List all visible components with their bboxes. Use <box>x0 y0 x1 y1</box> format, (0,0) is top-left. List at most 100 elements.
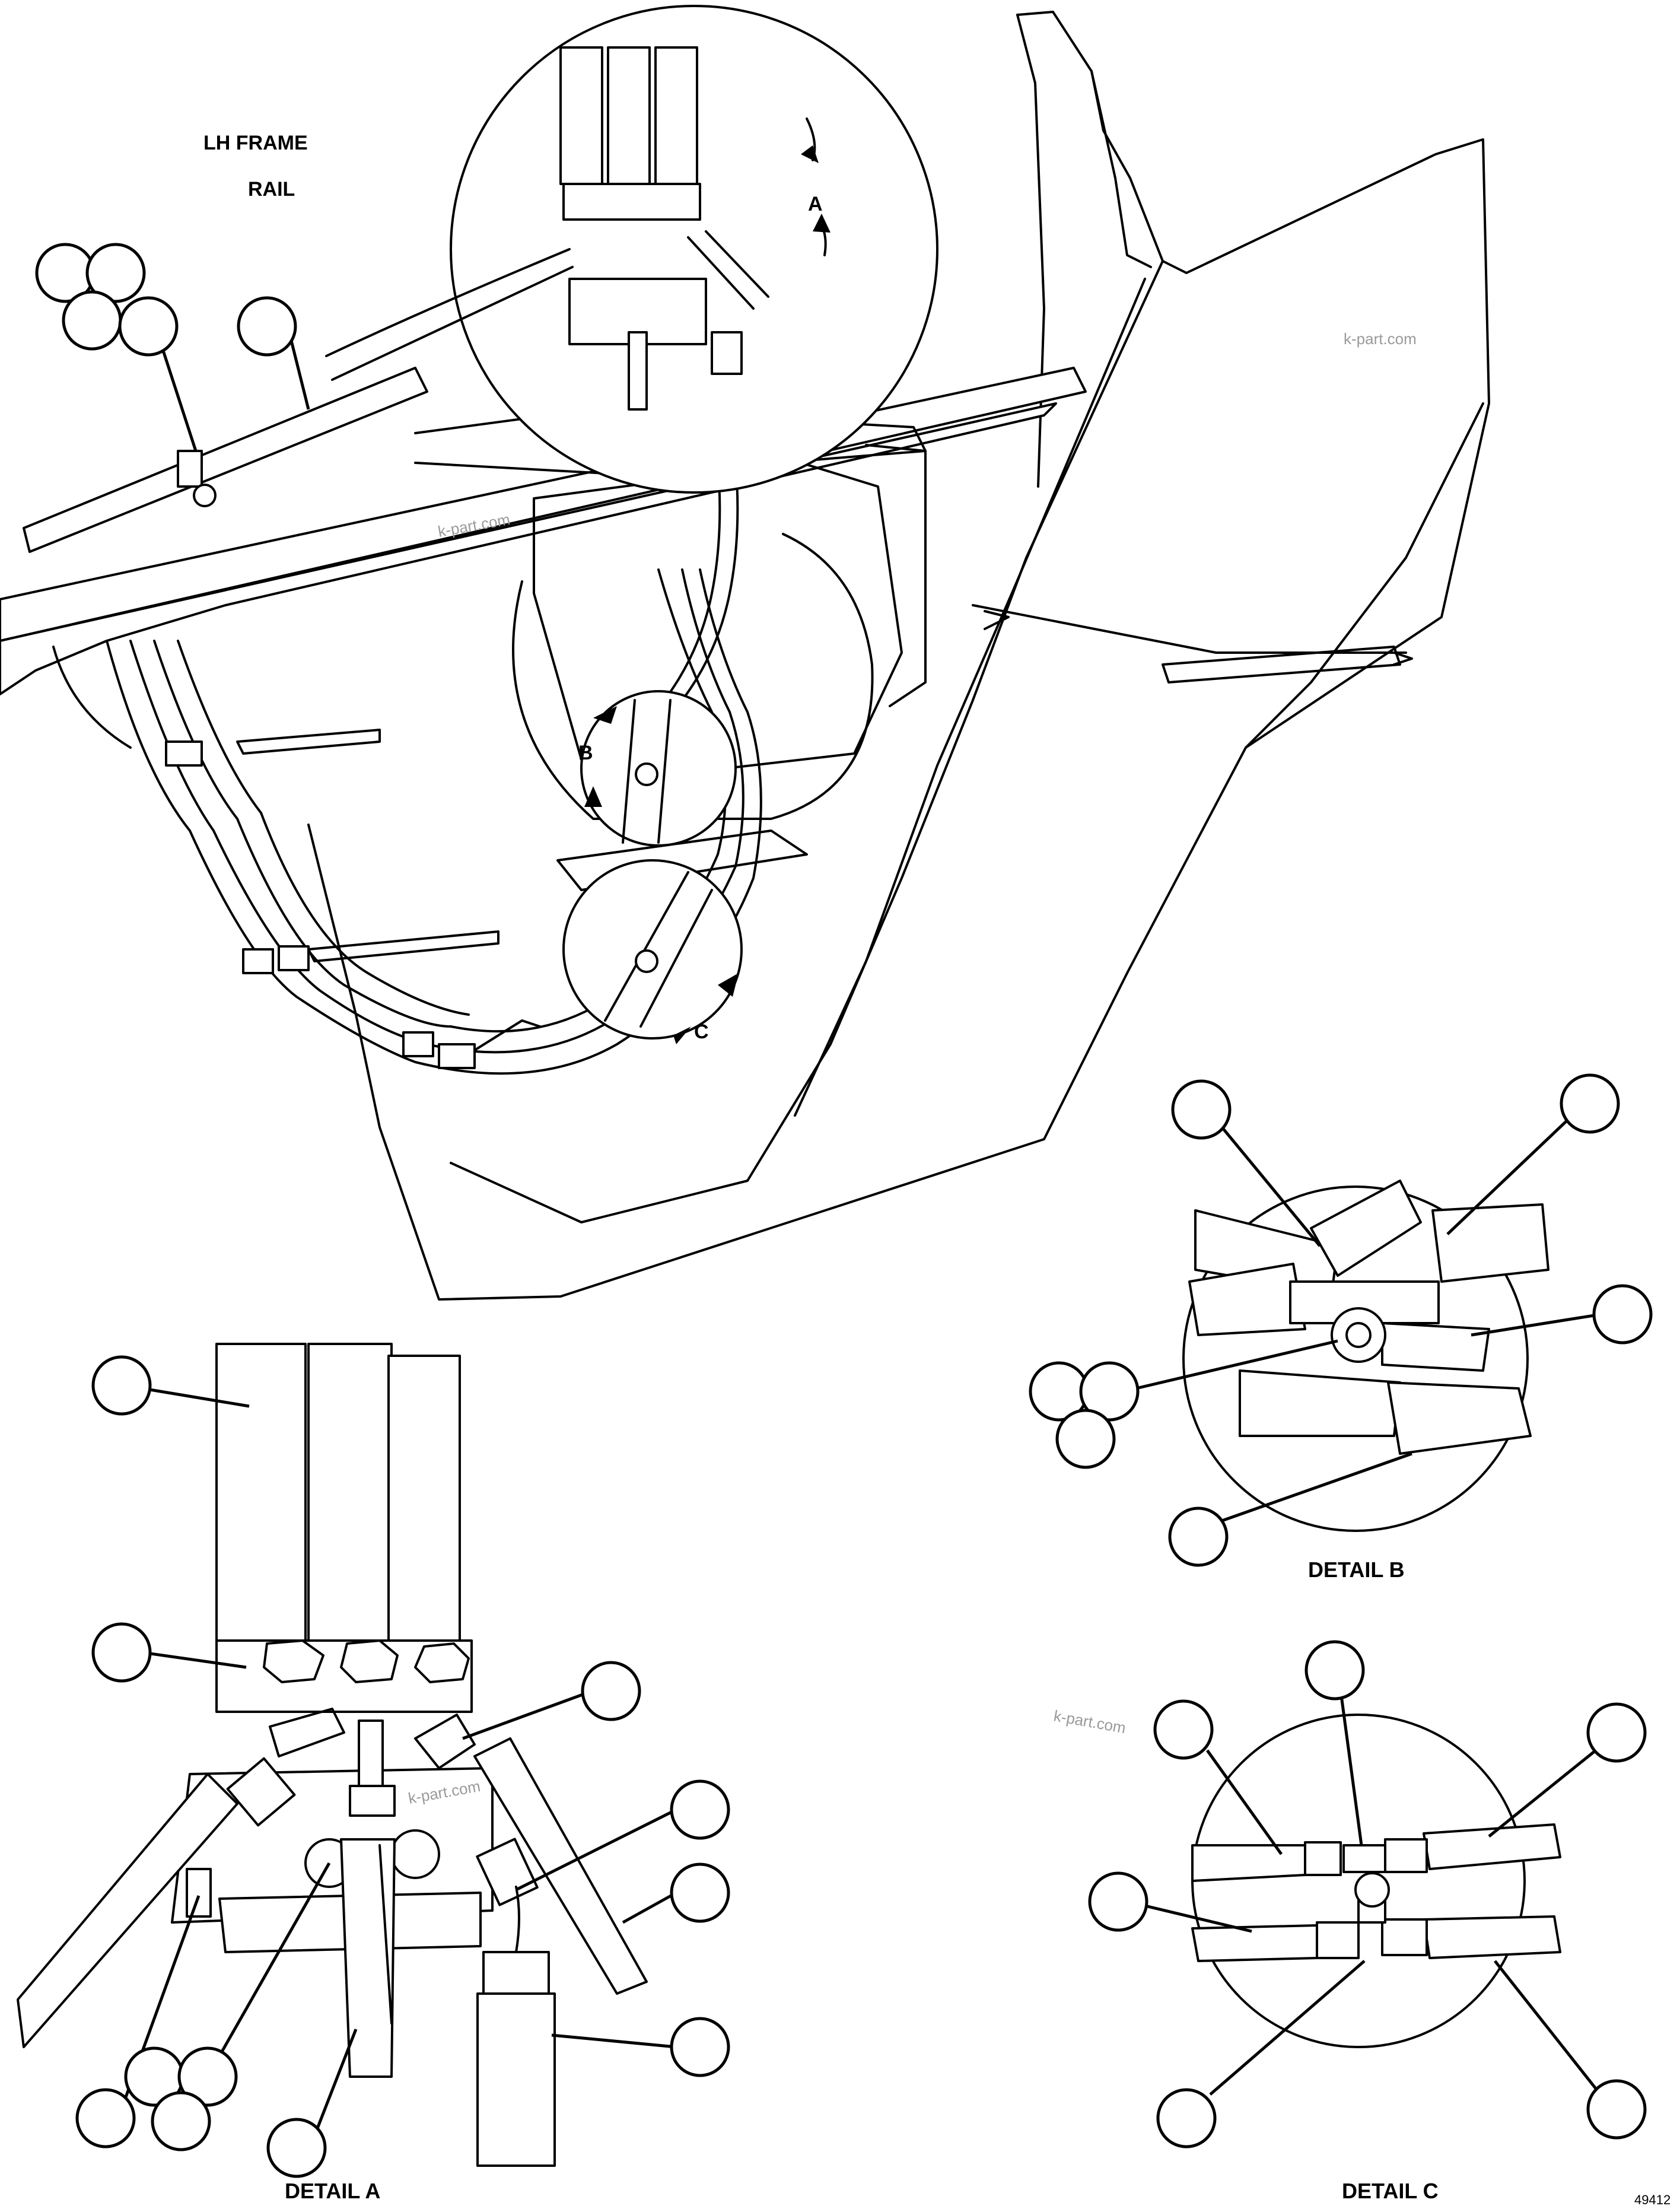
detail-a-caption: DETAIL A <box>285 2179 380 2203</box>
leader-a-plug <box>206 1862 331 2078</box>
leader-c-2 <box>1339 1690 1363 1846</box>
detail-c-tee-1 <box>1342 1844 1386 1873</box>
detail-b-nut-inner <box>1345 1322 1372 1348</box>
bubble-a-nuts <box>562 183 701 221</box>
hose-4 <box>177 640 470 1016</box>
leader-a-block <box>142 1651 247 1669</box>
clamp-2 <box>242 948 274 974</box>
detail-a-hose-2 <box>307 1343 393 1642</box>
detail-c: k-part.com DETAIL C <box>1052 1640 1647 2203</box>
hose-stub <box>52 646 132 749</box>
bubble-a-hose-left <box>325 248 571 357</box>
rail-clamp-nut <box>193 484 217 507</box>
callout-b-1 <box>1171 1079 1232 1140</box>
crossmember-1 <box>236 729 381 755</box>
callout-c-3 <box>1586 1702 1647 1763</box>
bubble-a-hose-1 <box>559 46 603 185</box>
detail-a-bottom-hose <box>476 1992 556 2167</box>
detail-a-center-nut <box>349 1785 396 1817</box>
leader-a-fitting <box>515 1808 677 1892</box>
leader-a-bottom <box>551 2033 677 2049</box>
frame-rail-label-1: LH FRAME <box>203 132 308 154</box>
detail-b-caption: DETAIL B <box>1308 1558 1405 1582</box>
leader-b-5 <box>1210 1452 1412 1527</box>
callout-a-7 <box>75 2088 136 2148</box>
detail-a-lower-hose <box>340 1838 396 2078</box>
frame-rail-body <box>0 402 1057 695</box>
frame-rail-label-2: RAIL <box>248 178 295 201</box>
clamp-3 <box>278 945 310 971</box>
callout-a-4 <box>670 1779 730 1840</box>
bubble-b-arrowhead-2 <box>584 786 602 807</box>
detail-c-fitting-3 <box>1316 1921 1360 1959</box>
watermark-4: k-part.com <box>1052 1706 1127 1737</box>
detail-a-bottom-fitting <box>482 1951 550 1995</box>
main-view: A B C LH FRAME RAIL k-part.com k-part.co… <box>0 5 1490 1301</box>
callout-c-6 <box>1586 2079 1647 2140</box>
callout-main-3 <box>62 290 122 351</box>
hose-vertical-2 <box>681 414 739 701</box>
callout-a-6 <box>670 2017 730 2077</box>
bubble-b-arrowhead-1 <box>593 706 617 724</box>
leader-c-3 <box>1488 1749 1597 1838</box>
callout-c-1 <box>1153 1699 1214 1760</box>
detail-b-hose-4 <box>1431 1203 1549 1283</box>
callout-a-11 <box>266 2118 327 2178</box>
bubble-b-hose-1 <box>622 699 636 844</box>
leader-a-elbow <box>462 1690 590 1740</box>
detail-c-fitting-2 <box>1384 1838 1428 1873</box>
clamp-5 <box>438 1043 476 1069</box>
leader-c-1 <box>1205 1749 1283 1855</box>
bubble-c-hose-1 <box>604 871 689 1022</box>
marker-c: C <box>694 1021 709 1043</box>
bubble-a-hose-2 <box>607 46 651 185</box>
bubble-a-arrowhead-2 <box>813 214 831 233</box>
detail-a-bottom-elbow <box>515 1886 520 1953</box>
cab-inner-edge <box>794 278 1146 1117</box>
leader-a-hose-right <box>622 1891 677 1924</box>
bubble-a-fitting <box>711 331 743 375</box>
detail-a-hose-left-fitting <box>226 1757 296 1827</box>
bubble-c-arrowhead-2 <box>673 1026 691 1044</box>
callout-main-2 <box>85 243 146 303</box>
bubble-a-hose-left-2 <box>331 266 574 381</box>
detail-b-hose-2 <box>1310 1180 1422 1277</box>
clamp-1 <box>165 740 203 767</box>
bubble-a-hose-right <box>687 236 755 310</box>
leader-b-2 <box>1446 1120 1567 1235</box>
detail-c-fitting-4 <box>1381 1918 1428 1956</box>
detail-a-elbow-left <box>269 1708 345 1757</box>
callout-c-4 <box>1088 1871 1148 1932</box>
detail-b-hose-6 <box>1239 1369 1401 1437</box>
callout-b-3 <box>1592 1284 1653 1345</box>
bubble-a-arrowhead-1 <box>801 145 819 163</box>
cab-floor-edge <box>1245 402 1484 749</box>
detail-c-tee-cap <box>1354 1872 1390 1908</box>
bubble-b-clamp <box>635 762 658 786</box>
leader-a-hose <box>142 1387 250 1408</box>
bubble-c-tee <box>635 949 658 973</box>
detail-a-plug-right <box>390 1829 440 1879</box>
leader-c-5 <box>1209 1960 1366 2096</box>
callout-a-10 <box>151 2091 211 2151</box>
detail-a-lower-hose-line <box>378 1844 393 2024</box>
callout-a-5 <box>670 1862 730 1923</box>
wheel-well <box>512 533 874 820</box>
detail-b-hose-7 <box>1387 1381 1532 1455</box>
callout-b-5 <box>1079 1361 1140 1422</box>
hose-vertical <box>663 414 721 701</box>
bolt-stub-1 <box>984 610 1010 630</box>
detail-c-hose-4 <box>1423 1915 1561 1959</box>
hose-end <box>473 1019 541 1051</box>
inner-panel <box>533 462 903 773</box>
callout-b-7 <box>1168 1506 1229 1567</box>
detail-b-hose-3 <box>1188 1263 1306 1336</box>
detail-a-hose-1 <box>215 1343 307 1642</box>
hose-2 <box>129 568 744 1054</box>
callout-b-2 <box>1560 1073 1620 1134</box>
lh-frame-rail-piece <box>23 367 428 553</box>
callout-b-6 <box>1055 1409 1116 1469</box>
callout-main-5 <box>237 296 297 357</box>
